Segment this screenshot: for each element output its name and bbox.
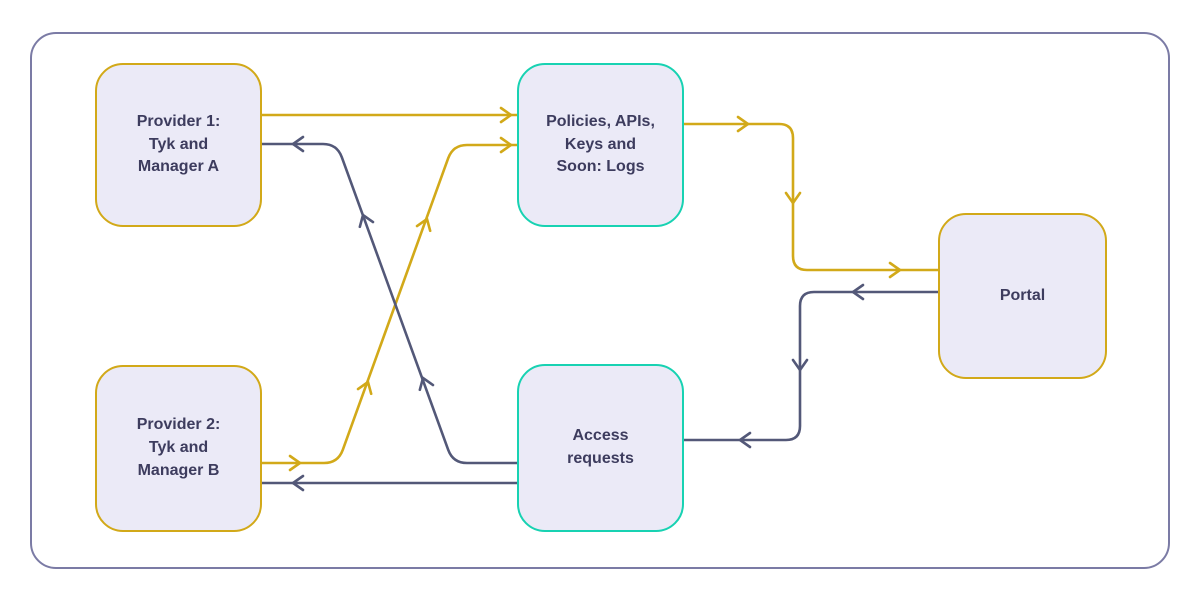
node-provider-1: Provider 1: Tyk and Manager A	[95, 63, 262, 227]
node-policies-apis-keys: Policies, APIs, Keys and Soon: Logs	[517, 63, 684, 227]
edge-provider2-to-policies	[260, 136, 519, 472]
edge-policies-to-portal	[682, 115, 940, 279]
node-access-requests: Access requests	[517, 364, 684, 532]
edge-provider1-to-policies	[260, 106, 519, 124]
edge-access-requests-to-provider2	[260, 474, 519, 492]
node-portal-label: Portal	[999, 286, 1046, 304]
node-provider-2: Provider 2: Tyk and Manager B	[95, 365, 262, 532]
edge-portal-to-access-requests	[682, 283, 940, 449]
node-policies-apis-keys-label: Policies, APIs, Keys and Soon: Logs	[546, 112, 655, 176]
node-provider-2-label: Provider 2: Tyk and Manager B	[136, 416, 221, 479]
node-access-requests-label: Access requests	[567, 427, 634, 467]
node-provider-1-label: Provider 1: Tyk and Manager A	[136, 112, 221, 176]
edge-access-requests-to-provider1	[260, 135, 519, 465]
node-portal: Portal	[938, 213, 1107, 379]
